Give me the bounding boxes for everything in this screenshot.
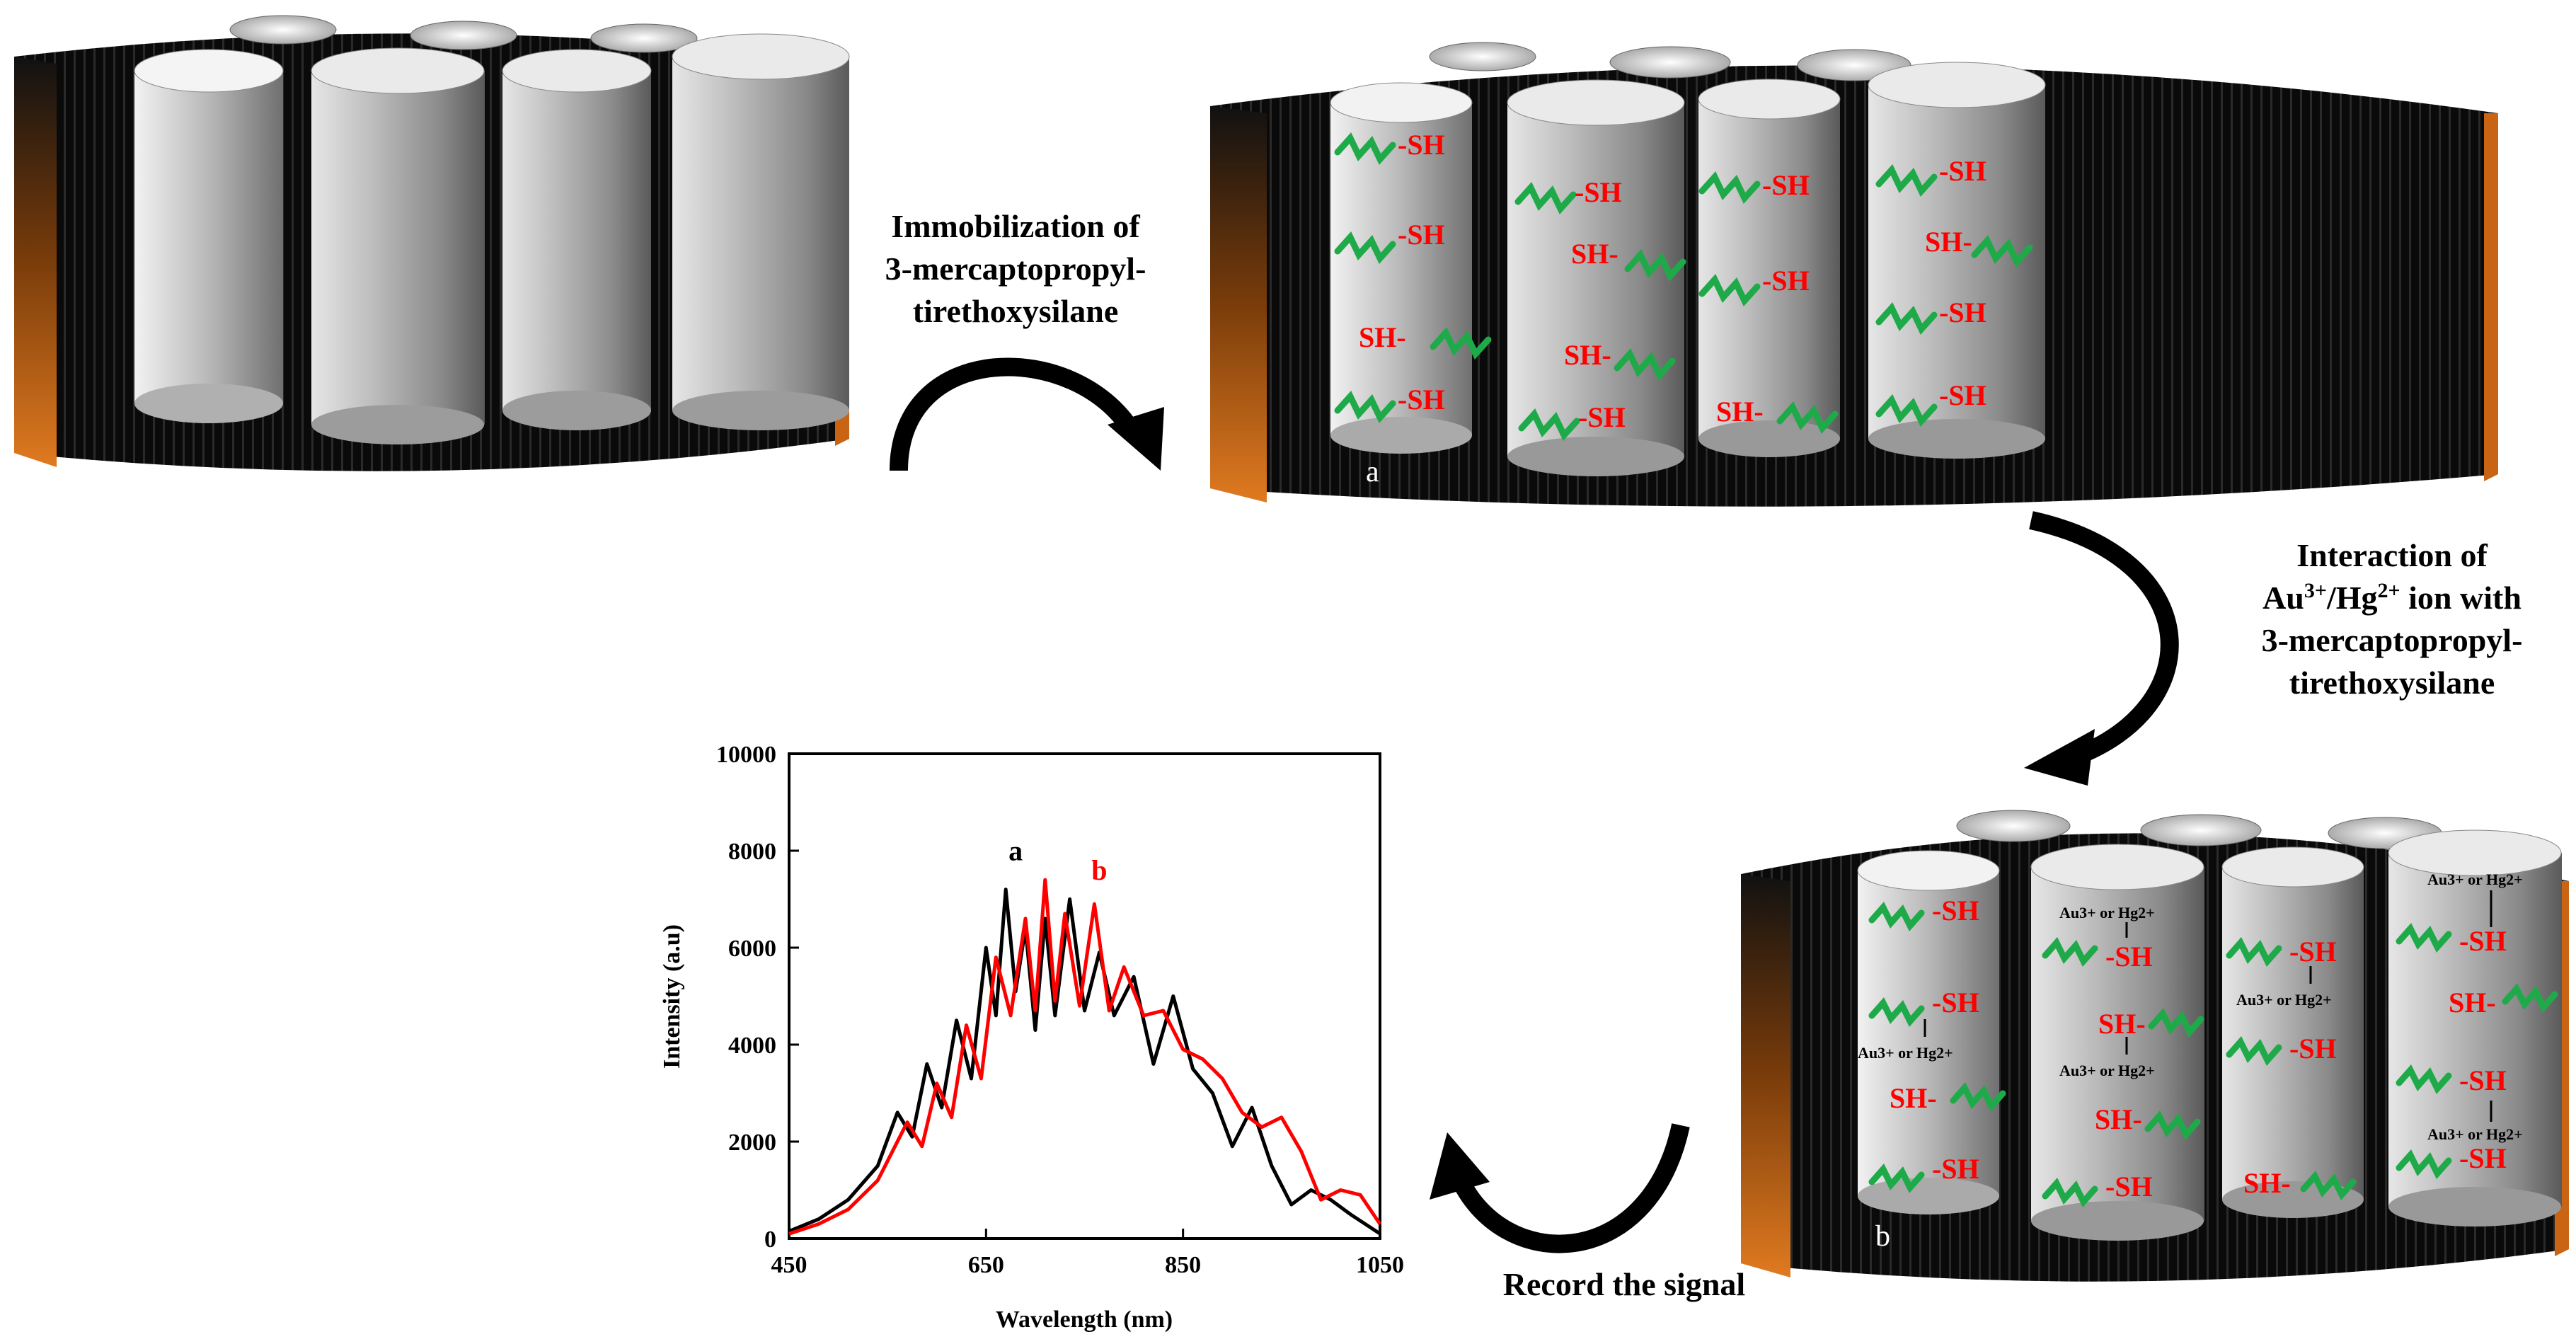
y-tick-label: 2000 xyxy=(728,1130,776,1156)
sh-label: SH- xyxy=(2449,987,2496,1018)
ion-label: Au3+ or Hg2+ xyxy=(2427,1125,2523,1143)
tray-panel-a: a xyxy=(1210,42,2498,507)
x-tick-label: 450 xyxy=(771,1252,807,1278)
ion-label: Au3+ or Hg2+ xyxy=(1858,1044,1953,1062)
step2-line2: Au3+/Hg2+ ion with xyxy=(2262,579,2522,616)
cylinder xyxy=(311,47,485,444)
sh-label: -SH xyxy=(2459,1142,2507,1174)
sh-label: SH- xyxy=(2243,1167,2291,1199)
step1-line2: 3-mercaptopropyl- xyxy=(885,251,1146,287)
y-tick-label: 6000 xyxy=(728,936,776,962)
x-axis-title: Wavelength (nm) xyxy=(996,1306,1173,1333)
y-tick-label: 8000 xyxy=(728,839,776,865)
y-tick-label: 10000 xyxy=(716,742,776,768)
step2-line1: Interaction of xyxy=(2296,537,2488,573)
sh-label: SH- xyxy=(1571,238,1618,270)
step3-label: Record the signal xyxy=(1503,1266,1745,1302)
caps xyxy=(1429,42,1911,81)
series-lines: ab xyxy=(788,835,1382,1236)
series-a-annotation: a xyxy=(1008,835,1023,867)
sh-label: -SH xyxy=(1762,265,1810,297)
tray-side-right xyxy=(2484,113,2498,481)
step2-line4: tirethoxysilane xyxy=(2289,665,2495,701)
y-axis-ticks: 0 2000 4000 6000 8000 10000 xyxy=(716,742,799,1253)
step1-line1: Immobilization of xyxy=(891,208,1140,244)
ion-label: Au3+ or Hg2+ xyxy=(2059,904,2155,921)
step2-label: Interaction of Au3+/Hg2+ ion with 3-merc… xyxy=(2262,537,2523,701)
au-text: Au xyxy=(2262,580,2304,616)
sh-label: -SH xyxy=(1939,297,1986,328)
hg-text: /Hg xyxy=(2326,580,2378,616)
ion-labels-b: Au3+ or Hg2+ Au3+ or Hg2+ Au3+ or Hg2+ A… xyxy=(1858,871,2523,1143)
sh-label: -SH xyxy=(1932,1153,1979,1185)
sh-label: -SH xyxy=(1932,987,1979,1018)
thiol-groups-b xyxy=(1868,902,2558,1207)
x-tick-label: 1050 xyxy=(1356,1252,1404,1278)
panel-b-label: b xyxy=(1875,1220,1890,1253)
cylinder xyxy=(672,33,850,430)
sh-label: -SH xyxy=(1939,155,1986,187)
y-tick-label: 0 xyxy=(764,1227,776,1253)
step1-line3: tirethoxysilane xyxy=(913,293,1118,329)
sh-label: SH- xyxy=(1925,226,1972,258)
step2-arrow-icon xyxy=(2024,511,2179,786)
sh-label: -SH xyxy=(1762,169,1810,201)
sh-label: SH- xyxy=(1359,321,1406,353)
sh-label: -SH xyxy=(1398,129,1445,161)
sh-label: -SH xyxy=(2105,941,2153,972)
caps xyxy=(229,15,698,53)
sh-label: -SH xyxy=(2459,925,2507,957)
series-b-annotation: b xyxy=(1091,854,1107,886)
sh-label: -SH xyxy=(2289,936,2337,967)
sh-label: -SH xyxy=(1939,379,1986,411)
sh-label: SH- xyxy=(1564,339,1611,371)
x-tick-label: 650 xyxy=(968,1252,1004,1278)
ion-label: Au3+ or Hg2+ xyxy=(2427,871,2523,888)
series-a-line xyxy=(788,888,1381,1236)
cylinder-row xyxy=(134,33,850,444)
y-tick-label: 4000 xyxy=(728,1033,776,1059)
sh-label: SH- xyxy=(2095,1103,2142,1135)
cylinder xyxy=(502,49,652,430)
sh-labels-b: -SH -SH SH- -SH -SH SH- SH- -SH -SH -SH … xyxy=(1890,895,2507,1202)
sh-label: -SH xyxy=(2289,1033,2337,1064)
thiol-groups-a xyxy=(1334,132,2033,442)
sh-label: -SH xyxy=(1578,401,1626,433)
sh-label: SH- xyxy=(1716,396,1764,427)
sh-label: -SH xyxy=(2105,1171,2153,1202)
hg-charge: 2+ xyxy=(2378,579,2400,602)
panel-a-label: a xyxy=(1366,456,1379,488)
sh-labels-a: -SH -SH SH- -SH -SH SH- SH- -SH -SH -SH … xyxy=(1359,129,1986,433)
sh-label: -SH xyxy=(1575,176,1622,208)
ion-label: Au3+ or Hg2+ xyxy=(2236,991,2332,1009)
tray-side xyxy=(14,57,57,467)
step1-arrow-icon xyxy=(890,357,1164,471)
sh-label: -SH xyxy=(2459,1064,2507,1096)
tray-panel-b: b xyxy=(1741,810,2569,1282)
au-charge: 3+ xyxy=(2304,579,2327,602)
tray-bare xyxy=(14,15,850,471)
step2-line3: 3-mercaptopropyl- xyxy=(2262,622,2523,658)
ion-with-text: ion with xyxy=(2400,580,2522,616)
sh-label: SH- xyxy=(1890,1082,1937,1114)
step1-label: Immobilization of 3-mercaptopropyl- tire… xyxy=(885,208,1146,329)
ion-label: Au3+ or Hg2+ xyxy=(2059,1062,2155,1079)
x-tick-label: 850 xyxy=(1165,1252,1201,1278)
sh-label: -SH xyxy=(1932,895,1979,926)
sh-label: -SH xyxy=(1398,219,1445,251)
y-axis-title: Intensity (a.u) xyxy=(659,924,685,1069)
sh-label: -SH xyxy=(1398,384,1445,415)
cylinder xyxy=(134,49,284,423)
sh-label: SH- xyxy=(2098,1008,2146,1040)
x-axis-ticks: 450 650 850 1050 xyxy=(771,1229,1404,1278)
tray-side xyxy=(1210,106,1267,502)
tray-side xyxy=(1741,874,1790,1277)
series-b-line xyxy=(788,878,1382,1236)
step3-arrow-icon xyxy=(1430,1123,1690,1253)
